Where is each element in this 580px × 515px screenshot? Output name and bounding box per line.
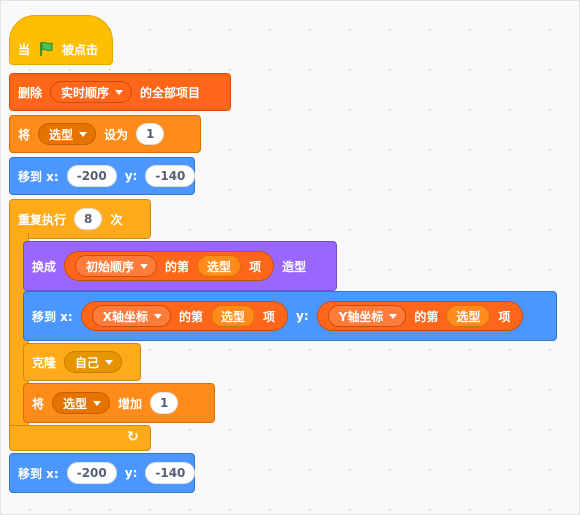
goto-xy-items-block[interactable]: 移到 x: X轴坐标 的第 选型 项 y: Y轴坐标 的第 选型 项 [23, 291, 557, 341]
list-dropdown[interactable]: X轴坐标 [91, 305, 171, 327]
of-label: 的第 [178, 309, 203, 324]
repeat-count-input[interactable]: 8 [74, 208, 103, 230]
clone-label: 克隆 [32, 355, 57, 370]
list-dropdown-value: X轴坐标 [102, 309, 148, 324]
goto-label: 移到 x: [18, 169, 59, 184]
loop-arrow-icon: ↻ [127, 429, 139, 445]
change-by-label: 增加 [118, 396, 143, 411]
delete-all-of-list-block[interactable]: 删除 实时顺序 的全部项目 [9, 73, 231, 111]
hat-when-label: 当 [18, 42, 31, 57]
of-label: 的第 [414, 309, 439, 324]
set-to-label: 设为 [104, 127, 129, 142]
y-label: y: [124, 466, 138, 480]
list-dropdown[interactable]: 初始顺序 [75, 255, 158, 277]
set-variable-block[interactable]: 将 选型 设为 1 [9, 115, 201, 153]
delete-all-items-label: 的全部项目 [140, 85, 201, 100]
clone-target-value: 自己 [75, 355, 100, 370]
chevron-down-icon [153, 313, 162, 319]
repeat-bottom [9, 425, 151, 451]
hat-clicked-label: 被点击 [62, 42, 99, 57]
item-label: 项 [498, 309, 511, 324]
list-dropdown-value: 初始顺序 [86, 259, 135, 274]
index-variable-reporter[interactable]: 选型 [446, 305, 491, 327]
y-input[interactable]: -140 [145, 462, 196, 484]
variable-dropdown-value: 选型 [63, 396, 88, 411]
goto-xy-block-2[interactable]: 移到 x: -200 y: -140 [9, 453, 196, 493]
change-label: 将 [32, 396, 45, 411]
chevron-down-icon [389, 313, 398, 319]
chevron-down-icon [79, 131, 88, 137]
item-label: 项 [263, 309, 276, 324]
switch-costume-block[interactable]: 换成 初始顺序 的第 选型 项 造型 [23, 241, 337, 291]
clone-target-dropdown[interactable]: 自己 [64, 351, 123, 373]
index-variable-reporter[interactable]: 选型 [211, 305, 256, 327]
change-value-input[interactable]: 1 [150, 392, 179, 414]
item-of-list-reporter[interactable]: 初始顺序 的第 选型 项 [64, 251, 275, 281]
goto-label: 移到 x: [18, 466, 59, 481]
create-clone-block[interactable]: 克隆 自己 [23, 343, 141, 381]
variable-dropdown[interactable]: 选型 [38, 123, 97, 145]
of-label: 的第 [165, 259, 190, 274]
set-value-input[interactable]: 1 [136, 123, 165, 145]
list-dropdown[interactable]: Y轴坐标 [327, 305, 407, 327]
chevron-down-icon [140, 263, 149, 269]
switch-label: 换成 [32, 259, 57, 274]
repeat-label: 重复执行 [18, 212, 67, 227]
delete-label: 删除 [18, 85, 43, 100]
y-label: y: [124, 169, 138, 183]
goto-xy-block[interactable]: 移到 x: -200 y: -140 [9, 157, 196, 195]
variable-dropdown-value: 选型 [49, 127, 74, 142]
item-label: 项 [249, 259, 262, 274]
green-flag-icon [40, 41, 53, 56]
change-variable-block[interactable]: 将 选型 增加 1 [23, 383, 215, 423]
y-input[interactable]: -140 [145, 165, 196, 187]
index-variable-reporter[interactable]: 选型 [197, 255, 242, 277]
chevron-down-icon [115, 89, 124, 95]
chevron-down-icon [93, 400, 102, 406]
variable-dropdown[interactable]: 选型 [52, 392, 111, 414]
x-input[interactable]: -200 [66, 165, 117, 187]
costume-label: 造型 [282, 259, 307, 274]
x-item-of-list-reporter[interactable]: X轴坐标 的第 选型 项 [80, 301, 289, 331]
repeat-block[interactable]: 重复执行 8 次 [9, 199, 151, 239]
list-dropdown-value: Y轴坐标 [338, 309, 384, 324]
repeat-times-label: 次 [110, 212, 123, 227]
list-dropdown-value: 实时顺序 [61, 85, 110, 100]
y-item-of-list-reporter[interactable]: Y轴坐标 的第 选型 项 [316, 301, 524, 331]
list-dropdown[interactable]: 实时顺序 [50, 81, 133, 103]
set-label: 将 [18, 127, 31, 142]
when-flag-clicked-block[interactable]: 当 被点击 [9, 15, 113, 65]
chevron-down-icon [105, 359, 114, 365]
y-label: y: [296, 309, 309, 323]
x-input[interactable]: -200 [66, 462, 117, 484]
goto-label: 移到 x: [32, 309, 73, 324]
